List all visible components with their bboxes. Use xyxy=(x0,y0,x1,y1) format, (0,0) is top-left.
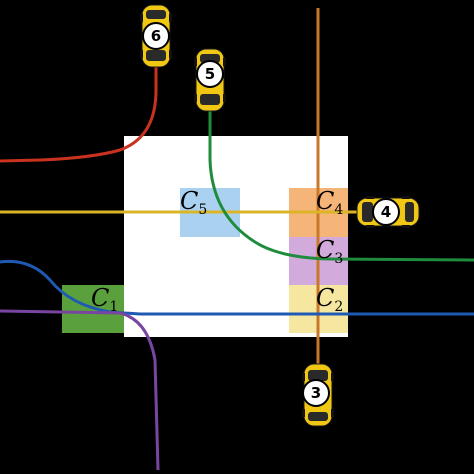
path-blue xyxy=(0,259,474,316)
car-number-badge xyxy=(142,22,170,50)
zone-c5-label: C5 xyxy=(180,187,207,218)
path-green xyxy=(208,108,474,262)
car-number: 3 xyxy=(311,384,321,402)
zone-c3-label: C3 xyxy=(316,236,343,267)
car-number-badge xyxy=(302,379,330,407)
car-number-badge xyxy=(196,60,224,88)
path-purple xyxy=(0,309,160,471)
car-number-badge xyxy=(372,198,400,226)
car-number: 4 xyxy=(381,203,391,221)
car-6: 6 xyxy=(140,4,172,68)
car-number: 6 xyxy=(151,27,161,45)
car-4: 4 xyxy=(356,196,420,228)
zone-c2-label: C2 xyxy=(316,284,343,315)
car-5: 5 xyxy=(194,48,226,112)
car-3: 3 xyxy=(302,363,334,427)
zone-c1-label: C1 xyxy=(91,284,118,315)
zone-c4-label: C4 xyxy=(316,187,343,218)
path-red xyxy=(0,56,158,163)
car-number: 5 xyxy=(205,65,215,83)
